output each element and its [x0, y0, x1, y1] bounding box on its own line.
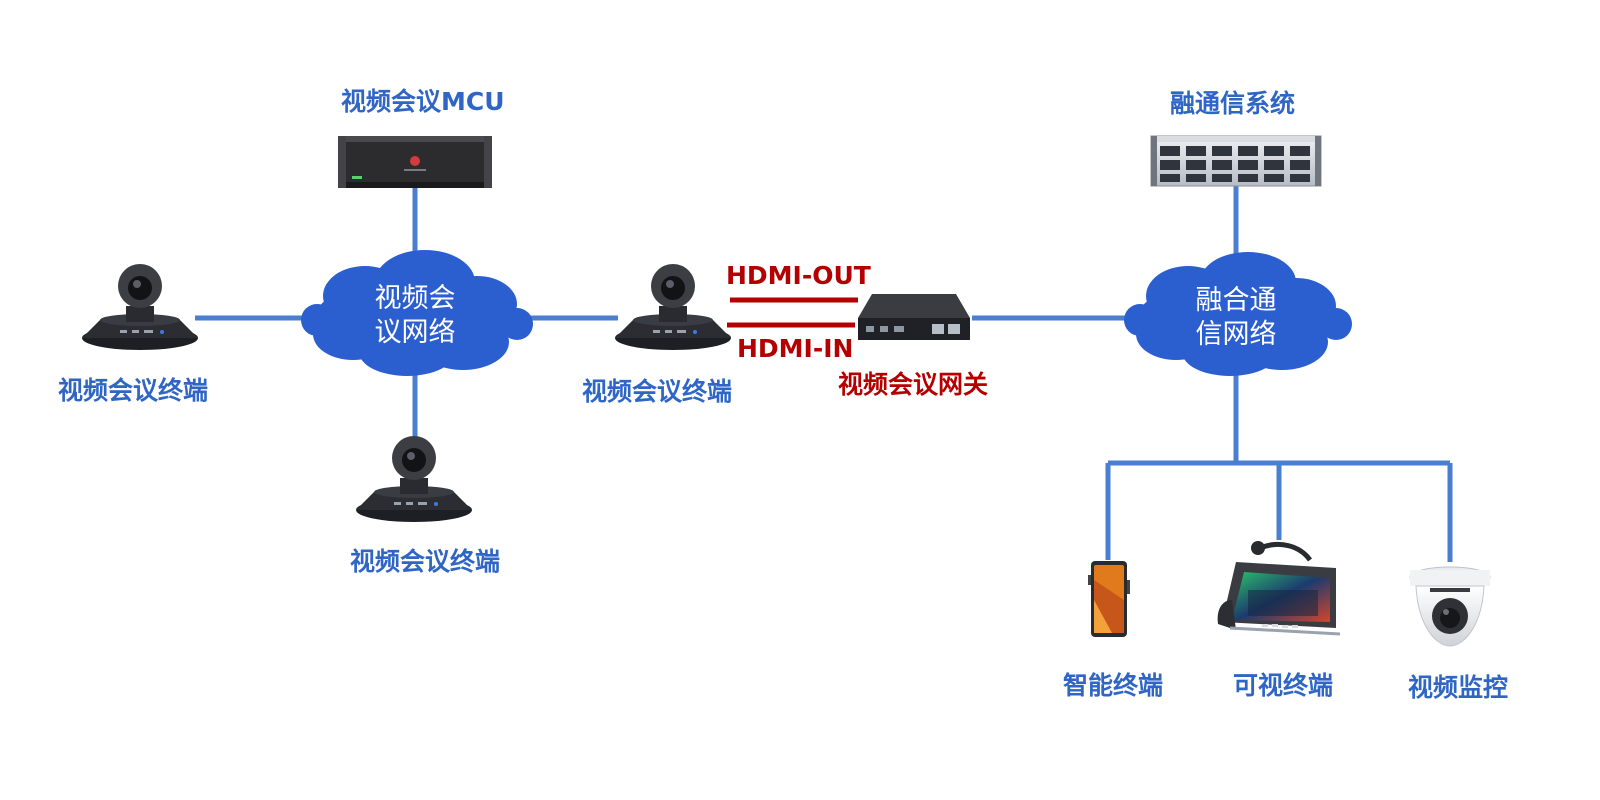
- gateway-label: 视频会议网关: [838, 370, 989, 399]
- dome-camera-icon: [1409, 566, 1491, 647]
- vc-network-line1: 视频会: [374, 283, 456, 314]
- fusion-system-label: 融通信系统: [1170, 89, 1296, 118]
- vc-network-cloud-icon: [301, 250, 533, 376]
- mcu-server-icon: [338, 136, 492, 188]
- terminal-left-camera-icon: [82, 264, 198, 350]
- video-terminal-label: 可视终端: [1233, 671, 1334, 700]
- fusion-network-label: 融合通 信网络: [1165, 284, 1307, 352]
- hdmi-out-label: HDMI-OUT: [726, 261, 871, 290]
- video-phone-icon: [1217, 541, 1341, 636]
- terminal-left-label: 视频会议终端: [58, 376, 209, 405]
- fusion-network-cloud-icon: [1124, 252, 1352, 376]
- fusion-server-icon: [1150, 135, 1322, 187]
- mcu-label: 视频会议MCU: [341, 87, 505, 116]
- vc-network-line2: 议网络: [374, 317, 456, 348]
- terminal-center-label: 视频会议终端: [582, 377, 733, 406]
- fusion-network-line1: 融合通: [1195, 285, 1277, 316]
- video-surveillance-label: 视频监控: [1408, 673, 1509, 702]
- hdmi-in-label: HDMI-IN: [737, 334, 854, 363]
- terminal-bottom-label: 视频会议终端: [350, 547, 501, 576]
- vc-network-label: 视频会 议网络: [346, 282, 484, 350]
- smartphone-icon: [1088, 561, 1130, 637]
- fusion-network-line2: 信网络: [1195, 319, 1277, 350]
- terminal-bottom-camera-icon: [356, 436, 472, 522]
- terminal-center-camera-icon: [615, 264, 731, 350]
- smart-terminal-label: 智能终端: [1063, 671, 1164, 700]
- gateway-box-icon: [858, 294, 970, 340]
